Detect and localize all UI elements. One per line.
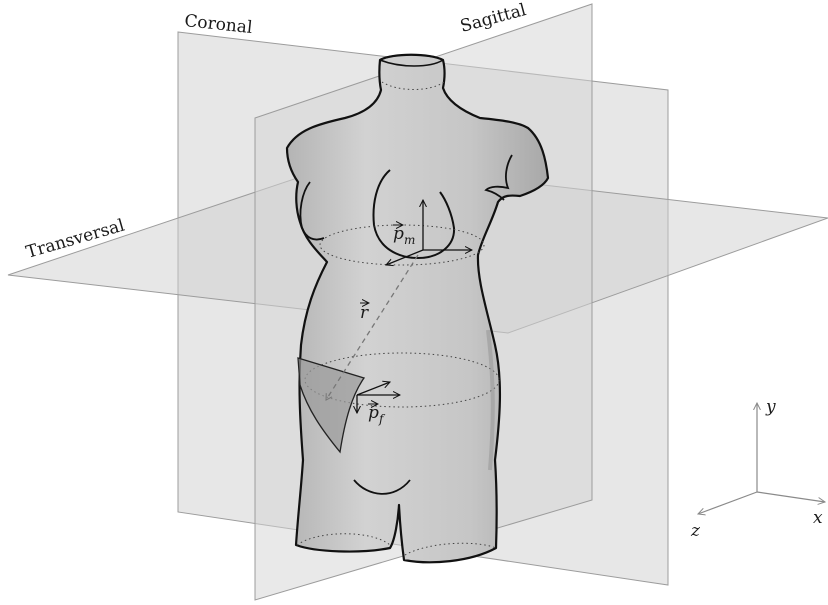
y-axis-label: y <box>765 397 776 417</box>
z-axis-arrow <box>698 492 757 514</box>
r-label: r <box>360 303 369 323</box>
svg-text:m: m <box>404 233 415 247</box>
x-axis-label: x <box>813 508 823 528</box>
svg-text:p: p <box>393 224 404 244</box>
x-axis-arrow <box>757 492 825 502</box>
coordinate-axes: y x z <box>690 397 825 541</box>
svg-text:p: p <box>368 403 379 423</box>
svg-text:r: r <box>360 303 369 323</box>
z-axis-label: z <box>690 521 701 541</box>
